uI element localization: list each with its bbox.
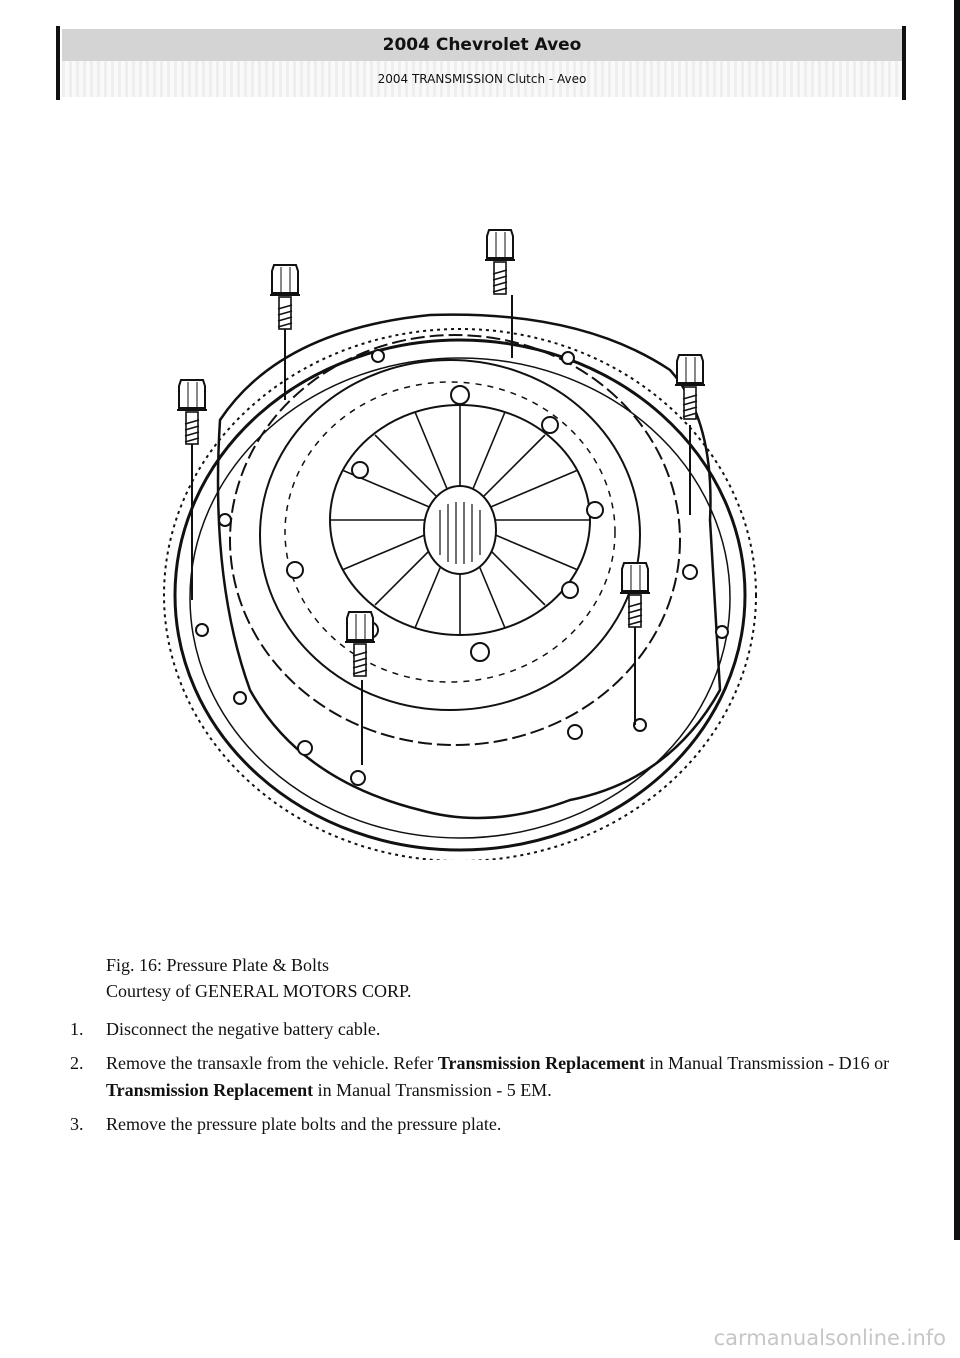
- step-number: 3.: [70, 1114, 84, 1134]
- header-left-rule: [56, 26, 60, 100]
- watermark: carmanualsonline.info: [713, 1326, 946, 1350]
- figure-caption-block: Fig. 16: Pressure Plate & Bolts Courtesy…: [106, 952, 412, 1004]
- step-text: in Manual Transmission - D16 or: [645, 1053, 890, 1073]
- document-title: 2004 Chevrolet Aveo: [62, 29, 902, 62]
- step-text: Disconnect the negative battery cable.: [106, 1019, 381, 1039]
- step-item: 3. Remove the pressure plate bolts and t…: [70, 1111, 900, 1138]
- procedure-steps: 1. Disconnect the negative battery cable…: [70, 1016, 900, 1145]
- document-subtitle: 2004 TRANSMISSION Clutch - Aveo: [62, 61, 902, 97]
- step-text: Remove the transaxle from the vehicle. R…: [106, 1053, 438, 1073]
- header-right-rule: [902, 26, 906, 100]
- cross-reference-link[interactable]: Transmission Replacement: [437, 1053, 646, 1073]
- cross-reference-link[interactable]: Transmission Replacement: [106, 1080, 314, 1100]
- pressure-plate-illustration: [163, 229, 757, 860]
- step-item: 1. Disconnect the negative battery cable…: [70, 1016, 900, 1043]
- figure-credit: Courtesy of GENERAL MOTORS CORP.: [106, 981, 412, 1001]
- right-edge-bar: [954, 0, 960, 1240]
- step-text: in Manual Transmission - 5 EM.: [313, 1080, 552, 1100]
- step-number: 2.: [70, 1053, 84, 1073]
- step-item: 2. Remove the transaxle from the vehicle…: [70, 1050, 900, 1104]
- figure-caption: Fig. 16: Pressure Plate & Bolts: [106, 955, 330, 975]
- step-text: Remove the pressure plate bolts and the …: [106, 1114, 502, 1134]
- step-number: 1.: [70, 1019, 84, 1039]
